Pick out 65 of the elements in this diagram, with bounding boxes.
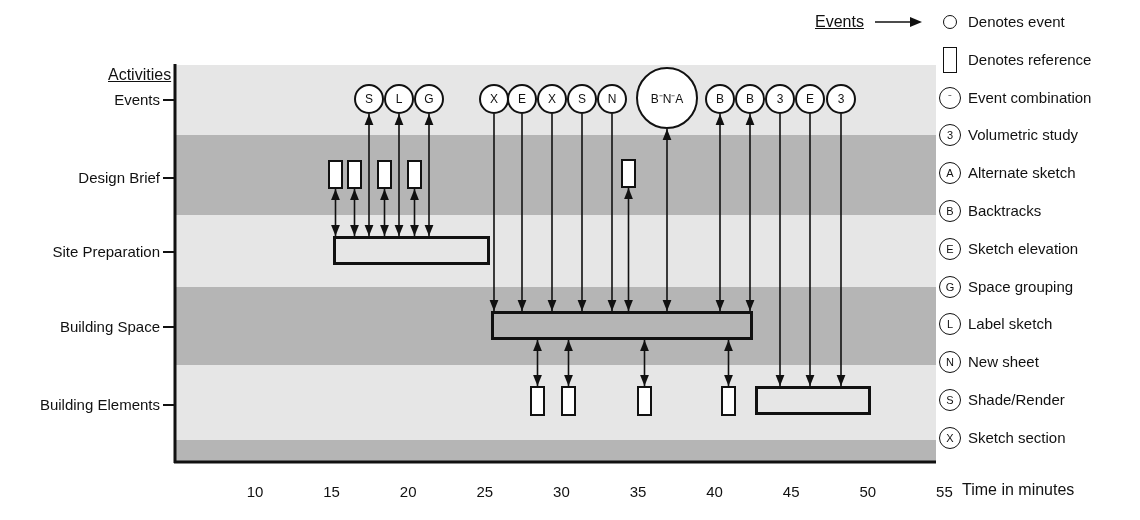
row-label: Site Preparation: [52, 243, 160, 261]
reference-box: [721, 386, 736, 416]
arrow: [350, 188, 359, 237]
arrow: [577, 113, 587, 312]
tick-label: 35: [629, 483, 647, 501]
tick-label: 40: [706, 483, 723, 501]
tick-label: 55: [936, 483, 953, 501]
row-label: Design Brief: [78, 169, 160, 187]
legend-label: Volumetric study: [968, 126, 1079, 145]
arrow: [640, 339, 649, 387]
axis-title: Time in minutes: [962, 481, 1075, 499]
reference-box: [637, 386, 652, 416]
legend-label: Denotes reference: [968, 50, 1092, 69]
header: Events: [815, 13, 864, 31]
legend-label: Denotes event: [968, 13, 1065, 31]
row-label: Events: [114, 91, 160, 109]
tick-label: 10: [246, 483, 264, 501]
tick-label: 50: [859, 483, 877, 501]
activity-bar: [755, 386, 871, 415]
tick-label: 45: [782, 483, 800, 501]
arrow: [517, 113, 527, 312]
arrow: [662, 128, 672, 312]
arrow: [364, 113, 374, 237]
tick-label: 20: [399, 483, 417, 501]
arrow: [724, 339, 733, 387]
legend-label: Backtracks: [968, 202, 1042, 220]
arrow: [533, 339, 542, 387]
reference-box: [621, 159, 636, 188]
tick-label: 25: [476, 483, 494, 501]
arrow: [564, 339, 573, 387]
legend-label: New sheet: [968, 353, 1039, 372]
arrow: [836, 113, 846, 387]
legend-label: Sketch section: [968, 428, 1066, 447]
arrow: [380, 188, 389, 237]
arrow: [489, 113, 499, 312]
arrow: [715, 113, 725, 312]
arrow: [745, 113, 755, 312]
reference-box: [407, 160, 422, 189]
reference-box: [347, 160, 362, 189]
arrow: [547, 113, 557, 312]
tick-label: 30: [553, 483, 570, 501]
arrow: [805, 113, 815, 387]
legend-label: Shade/Render: [968, 391, 1065, 409]
tick-label: 15: [323, 483, 340, 501]
legend-label: Sketch elevation: [968, 239, 1079, 258]
reference-box: [530, 386, 545, 416]
axis-title: Activities: [108, 66, 172, 84]
legend-label: Event combination: [968, 88, 1092, 107]
arrow: [410, 188, 419, 237]
reference-box: [377, 160, 392, 189]
reference-box: [561, 386, 576, 416]
arrow: [775, 113, 785, 387]
activity-bar: [491, 311, 753, 340]
activity-bar: [333, 236, 490, 265]
reference-box: [328, 160, 343, 189]
legend-label: Label sketch: [968, 315, 1053, 334]
row-label: Building Space: [59, 318, 160, 336]
arrow: [394, 113, 404, 237]
arrow: [607, 113, 617, 312]
arrow: [624, 187, 633, 312]
legend-label: Space grouping: [968, 277, 1074, 296]
arrow: [331, 188, 340, 237]
row-label: Building Elements: [39, 396, 160, 414]
legend-label: Alternate sketch: [968, 164, 1076, 183]
arrow: [424, 113, 434, 237]
